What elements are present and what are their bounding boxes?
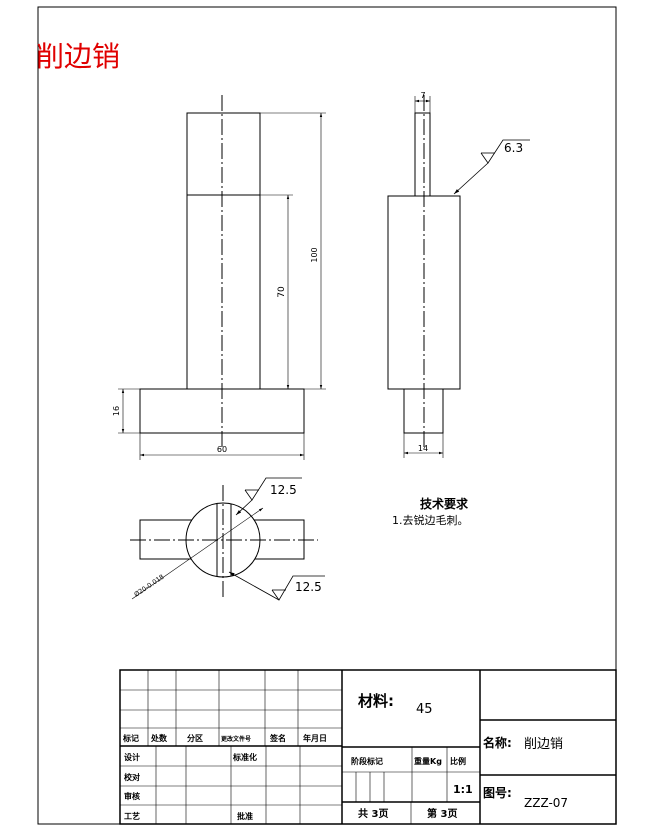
roughness-top: 6.3 (504, 141, 523, 155)
hdr-zone: 分区 (187, 733, 203, 743)
label-check: 校对 (124, 772, 140, 782)
label-design: 设计 (124, 752, 140, 762)
front-view (118, 95, 326, 460)
label-approve: 批准 (237, 811, 253, 821)
roughness-a: 12.5 (270, 483, 297, 497)
hdr-mark: 标记 (122, 733, 139, 743)
part-title: 削边销 (36, 40, 120, 73)
page-number: 第 3页 (427, 807, 457, 820)
name-label: 名称: (483, 735, 512, 750)
label-stage: 阶段标记 (351, 756, 383, 766)
dim-height-mid: 70 (277, 286, 287, 298)
title-block (119, 669, 617, 825)
hdr-date: 年月日 (303, 733, 327, 743)
hdr-sign: 签名 (269, 733, 286, 743)
name-value: 削边销 (524, 737, 563, 752)
material-value: 45 (416, 702, 433, 717)
label-weight: 重量Kg (414, 756, 442, 766)
label-process: 工艺 (124, 811, 140, 821)
hdr-docno: 更改文件号 (221, 735, 251, 743)
scale-value: 1:1 (453, 783, 473, 796)
side-view (387, 95, 530, 458)
dim-base-width: 60 (217, 445, 227, 454)
dim-height-total: 100 (310, 247, 319, 262)
total-pages: 共 3页 (358, 807, 388, 820)
label-scale: 比例 (450, 756, 466, 766)
tech-heading: 技术要求 (420, 496, 469, 511)
drawing-border (37, 6, 617, 825)
dim-top-width: 7 (420, 91, 425, 100)
label-standard: 标准化 (232, 752, 257, 762)
dim-diameter: Ø20-0.018 (133, 573, 166, 599)
drawing-no-value: ZZZ-07 (524, 796, 568, 810)
material-label: 材料: (358, 692, 394, 710)
top-view (130, 477, 325, 601)
drawing-no-label: 图号: (483, 785, 512, 800)
tech-item-1: 1.去锐边毛刺。 (392, 513, 469, 527)
hdr-count: 处数 (150, 733, 168, 743)
dim-pin-width: 14 (418, 444, 428, 453)
roughness-b: 12.5 (295, 580, 322, 594)
label-review: 审核 (124, 791, 140, 801)
dim-base-height: 16 (112, 406, 121, 416)
